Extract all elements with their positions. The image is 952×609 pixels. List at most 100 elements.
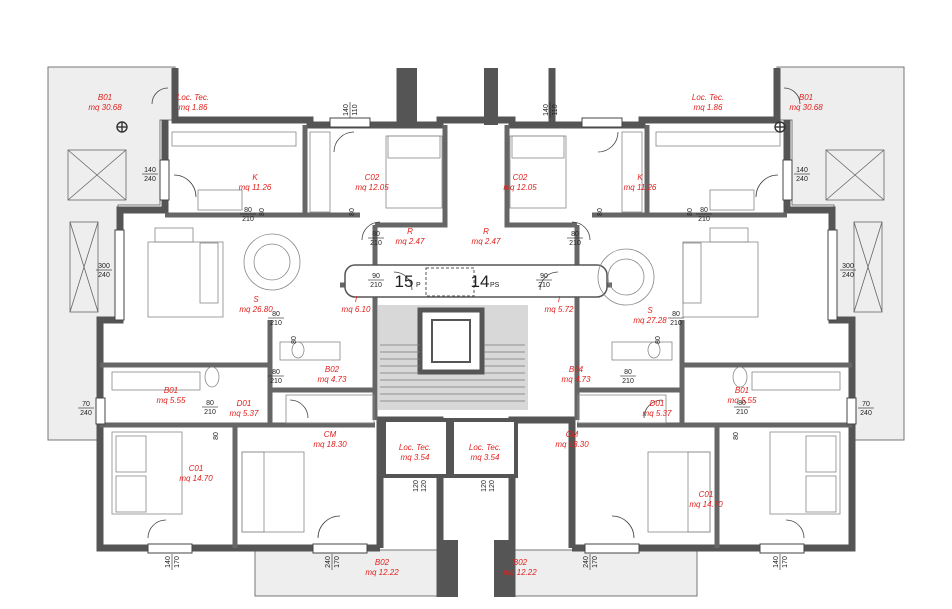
- room-code: D01: [237, 399, 252, 408]
- window-width-label: 70: [82, 401, 90, 408]
- door-height-label: 210: [242, 216, 254, 223]
- bed-c01-right: [769, 431, 841, 515]
- door-width-label: 80: [272, 311, 280, 318]
- room-code: Loc. Tec.: [399, 443, 431, 452]
- stair-sub-left: P: [416, 282, 421, 289]
- room-code: CM: [566, 430, 579, 439]
- stair-labels: 15 P 14 PS: [395, 272, 500, 291]
- door-height-label: 210: [204, 409, 216, 416]
- stair-landing: [344, 264, 608, 298]
- room-area: mq 3.54: [401, 453, 430, 462]
- room-code: C02: [365, 173, 380, 182]
- room-code: B02: [513, 558, 528, 567]
- door-width-label: 80: [571, 231, 579, 238]
- room-area: mq 1.86: [179, 103, 208, 112]
- dining-table-right: [607, 258, 645, 296]
- door-height-label: 210: [569, 240, 581, 247]
- window-height-label: 110: [352, 104, 359, 115]
- bed-c02-left: [385, 135, 443, 209]
- room-code: B01: [164, 386, 178, 395]
- window-width-label: 140: [773, 556, 780, 568]
- window-width-label: 140: [165, 556, 172, 568]
- small-dimension: 120: [413, 480, 420, 492]
- balcony-bottom-left: [254, 549, 444, 597]
- room-area: mq 2.47: [472, 237, 501, 246]
- small-dimension-label: 80: [687, 208, 694, 216]
- door-height-label: 210: [370, 282, 382, 289]
- window-width-label: 140: [144, 167, 156, 174]
- landing-box: [425, 267, 475, 297]
- bed-c02-right: [509, 135, 567, 209]
- room-code: B01: [98, 93, 112, 102]
- room-code: B02: [325, 365, 340, 374]
- window-height-label: 170: [334, 556, 341, 568]
- room-area: mq 1.86: [694, 103, 723, 112]
- small-dimension-label: 120: [489, 480, 496, 492]
- small-dimension: 120: [489, 480, 496, 492]
- room-area: mq 12.05: [503, 183, 537, 192]
- room-code: K: [637, 173, 643, 182]
- door-width-label: 80: [672, 311, 680, 318]
- dining-table-left: [253, 243, 291, 281]
- room-area: mq 4.73: [562, 375, 591, 384]
- window-height-label: 170: [174, 556, 181, 568]
- room-area: mq 11.26: [239, 183, 272, 192]
- window-width-label: 300: [98, 263, 110, 270]
- stair-count-left: 15: [395, 272, 414, 291]
- room-area: mq 12.22: [503, 568, 537, 577]
- small-dimension: 80: [349, 208, 356, 216]
- door-width-label: 90: [372, 273, 380, 280]
- door-width-label: 80: [372, 231, 380, 238]
- room-code: B01: [799, 93, 813, 102]
- door-width-label: 80: [624, 369, 632, 376]
- small-dimension-label: 80: [259, 208, 266, 216]
- door-height-label: 210: [270, 378, 282, 385]
- small-dimension-label: 80: [291, 336, 298, 344]
- skylights: [67, 149, 885, 313]
- room-code: K: [252, 173, 258, 182]
- door-height-label: 210: [370, 240, 382, 247]
- room-area: mq 11.26: [624, 183, 657, 192]
- door-height-label: 210: [622, 378, 634, 385]
- small-dimension: 120: [421, 480, 428, 492]
- room-code: I: [558, 295, 561, 304]
- terrace-right: [776, 66, 905, 441]
- tech-rooms: [382, 418, 518, 478]
- small-dimension-label: 80: [733, 432, 740, 440]
- drain-icons: [116, 121, 786, 133]
- room-code: S: [647, 306, 653, 315]
- window-height-label: 170: [592, 556, 599, 568]
- sofa-left: [147, 241, 224, 318]
- room-area: mq 5.55: [157, 396, 186, 405]
- door-width-label: 80: [272, 369, 280, 376]
- room-area: mq 5.37: [230, 409, 259, 418]
- room-area: mq 12.05: [355, 183, 389, 192]
- balcony-bottom-right: [508, 549, 698, 597]
- room-area: mq 5.55: [728, 396, 757, 405]
- door-swings: [147, 87, 805, 539]
- window-width-label: 70: [862, 401, 870, 408]
- room-code: R: [407, 227, 413, 236]
- stair-treads: [380, 344, 525, 402]
- room-area: mq 5.72: [545, 305, 574, 314]
- small-dimension: 80: [655, 336, 662, 344]
- bed-c01-left: [111, 431, 183, 515]
- stair-count-right: 14: [471, 272, 490, 291]
- chimney-stubs: [403, 68, 512, 597]
- furniture: [111, 131, 841, 533]
- room-code: S: [253, 295, 259, 304]
- window-height-label: 240: [796, 176, 808, 183]
- small-dimension-label: 80: [349, 208, 356, 216]
- room-area: mq 2.47: [396, 237, 425, 246]
- room-code: B01: [735, 386, 749, 395]
- room-code: Loc. Tec.: [692, 93, 724, 102]
- window-height-label: 240: [80, 410, 92, 417]
- room-area: mq 5.37: [643, 409, 672, 418]
- room-code: B02: [375, 558, 390, 567]
